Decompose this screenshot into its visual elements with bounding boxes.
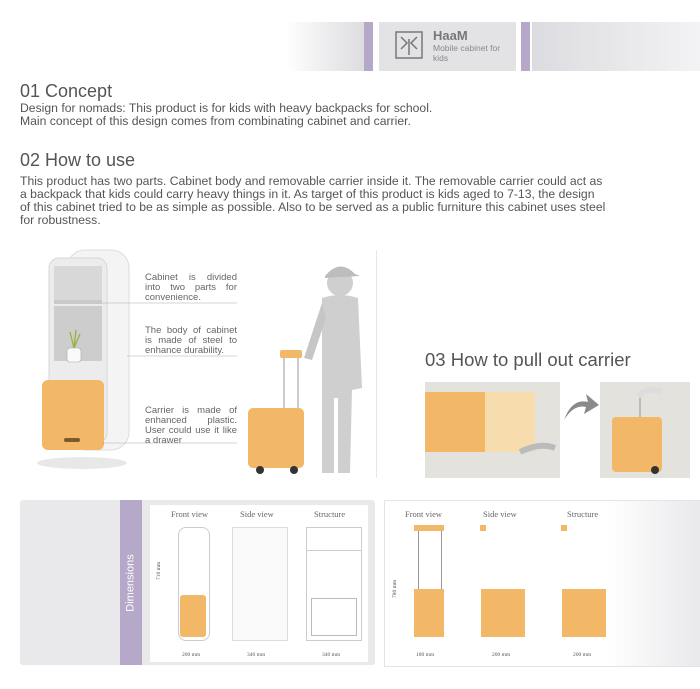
product-illustration [37,249,377,478]
cabinet-structure-drawing [306,527,362,641]
concept-title: 01 Concept [20,81,113,101]
pull-out-photo-1 [425,382,560,478]
carrier-front-pole [418,531,442,589]
how-to-use-title: 02 How to use [20,150,136,170]
carrier-side-handle [480,525,486,531]
how-to-use-line-4: for robustness. [20,213,101,227]
dimensions-label: Dimensions [125,553,137,612]
carrier-side-width: 200 mm [492,652,511,658]
carrier-side-view-title: Side view [483,509,517,519]
cabinet-side-width: 340 mm [247,652,266,658]
cabinet-front-view-title: Front view [171,509,209,519]
carrier-structure-title: Structure [567,509,599,519]
how-to-use-line-3: of this cabinet tried to be as simple as… [20,200,606,214]
concept-line-2: Main concept of this design comes from c… [20,114,411,128]
arrow-icon [564,394,599,420]
how-to-use-line-1: This product has two parts. Cabinet body… [20,174,603,188]
cabinet-structure-title: Structure [314,509,346,519]
callout-cabinet-divided: Cabinet is divided into two parts for co… [145,272,237,303]
logo-icon [395,31,423,59]
cabinet-structure-width: 340 mm [322,652,341,658]
brand-name: HaaM [433,28,468,43]
pull-out-photo-2 [600,382,690,478]
carrier-structure-handle [561,525,567,531]
cabinet-front-carrier [180,595,206,637]
cabinet-side-drawing [232,527,288,641]
header-accent-right [521,22,530,71]
cabinet-front-width: 200 mm [182,652,201,658]
dimensions-sidebar [120,500,142,665]
carrier-side-body [481,589,525,637]
how-to-use-line-2: a backpack that kids could carry heavy t… [20,187,595,201]
header-accent-left [364,22,373,71]
cabinet-side-view-title: Side view [240,509,274,519]
callout-steel-body: The body of cabinet is made of steel to … [145,325,237,356]
cabinet-height-label: 710 mm [156,561,162,580]
carrier-front-width: 180 mm [416,652,435,658]
header-brand-box [379,22,516,71]
carrier-front-handle [414,525,444,531]
carrier-front-body [414,589,444,637]
callout-carrier-plastic: Carrier is made of enhanced plastic. Use… [145,405,237,446]
carrier-structure-body [562,589,606,637]
carrier-front-view-title: Front view [405,509,443,519]
carrier-height-label: 780 mm [392,579,398,598]
brand-subtitle: Mobile cabinet for kids [433,43,501,63]
pull-out-title: 03 How to pull out carrier [425,349,631,370]
carrier-structure-width: 200 mm [573,652,592,658]
header-bar-right [532,22,700,71]
header-bar-left [285,22,373,71]
concept-line-1: Design for nomads: This product is for k… [20,101,433,115]
